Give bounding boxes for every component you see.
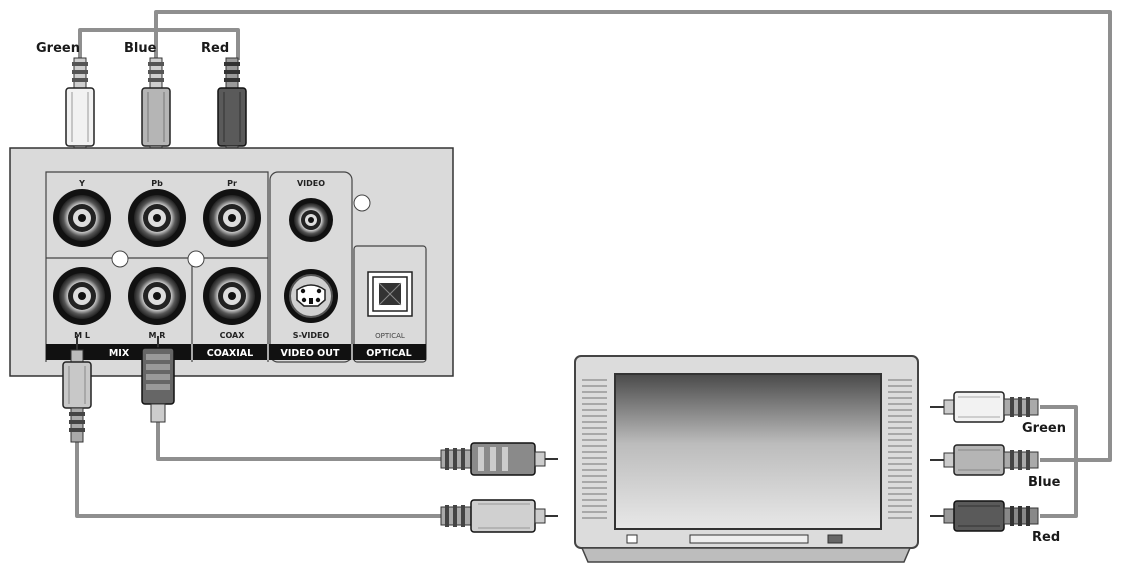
- speaker-grille-right: [888, 379, 912, 519]
- label-red-top: Red: [201, 41, 229, 56]
- port-optical: [367, 271, 413, 317]
- jack-label-video: VIDEO: [297, 179, 325, 188]
- tv-sensor: [827, 534, 843, 544]
- jack-label-svideo: S-VIDEO: [293, 331, 330, 340]
- section-video-out: [269, 171, 353, 363]
- band-label-video-out: VIDEO OUT: [281, 348, 340, 359]
- wire-tv-bundle: [1040, 405, 1078, 518]
- tv-screen: [614, 373, 882, 530]
- jack-label-pr: Pr: [227, 179, 237, 188]
- tv: [574, 355, 919, 563]
- band-label-coaxial: COAXIAL: [207, 348, 253, 359]
- band-label-optical: OPTICAL: [366, 348, 411, 359]
- label-blue-tv: Blue: [1028, 475, 1061, 490]
- jack-pr: [203, 189, 261, 247]
- plug-audio-left-down: [62, 336, 92, 443]
- section-component: [45, 171, 269, 362]
- plug-audio-left-tv: [440, 499, 558, 533]
- wire-audio-left: [75, 440, 445, 518]
- tv-stand: [580, 547, 912, 563]
- speaker-grille-left: [582, 379, 607, 519]
- jack-pb: [128, 189, 186, 247]
- label-green-tv: Green: [1022, 421, 1066, 436]
- jack-mr: [128, 267, 186, 325]
- plug-red-tv: [930, 500, 1039, 532]
- tv-power-led: [626, 534, 638, 544]
- tv-control-panel: [689, 534, 809, 544]
- jack-label-mr: M R: [149, 331, 166, 340]
- jack-coax: [203, 267, 261, 325]
- plug-blue-tv: [930, 444, 1039, 476]
- plug-green-tv: [930, 391, 1039, 423]
- wire-green-top: [78, 28, 240, 60]
- jack-label-ml: M L: [74, 331, 90, 340]
- jack-y: [53, 189, 111, 247]
- label-green-top: Green: [36, 41, 80, 56]
- wire-audio-right: [156, 420, 445, 461]
- jack-label-optical: OPTICAL: [375, 332, 405, 340]
- label-red-tv: Red: [1032, 530, 1060, 545]
- screw-dot: [353, 194, 371, 212]
- cables: [75, 10, 1112, 518]
- jack-label-y: Y: [78, 179, 85, 188]
- band-label-mix: MIX: [109, 348, 130, 359]
- plug-audio-right-down: [141, 336, 175, 423]
- jack-svideo: [284, 269, 338, 323]
- jack-video: [289, 198, 333, 242]
- device-back-panel: MIX COAXIAL VIDEO OUT OPTICAL Y Pb Pr VI…: [9, 147, 454, 377]
- screw-dot: [111, 250, 129, 268]
- plug-audio-right-tv: [440, 442, 558, 476]
- plug-red-top: [217, 57, 247, 172]
- jack-label-coax: COAX: [220, 331, 246, 340]
- section-optical: [353, 245, 427, 363]
- jack-ml: [53, 267, 111, 325]
- jack-label-pb: Pb: [151, 179, 163, 188]
- wire-blue-top: [154, 10, 1112, 462]
- label-band: [46, 344, 426, 360]
- label-blue-top: Blue: [124, 41, 157, 56]
- screw-dot: [187, 250, 205, 268]
